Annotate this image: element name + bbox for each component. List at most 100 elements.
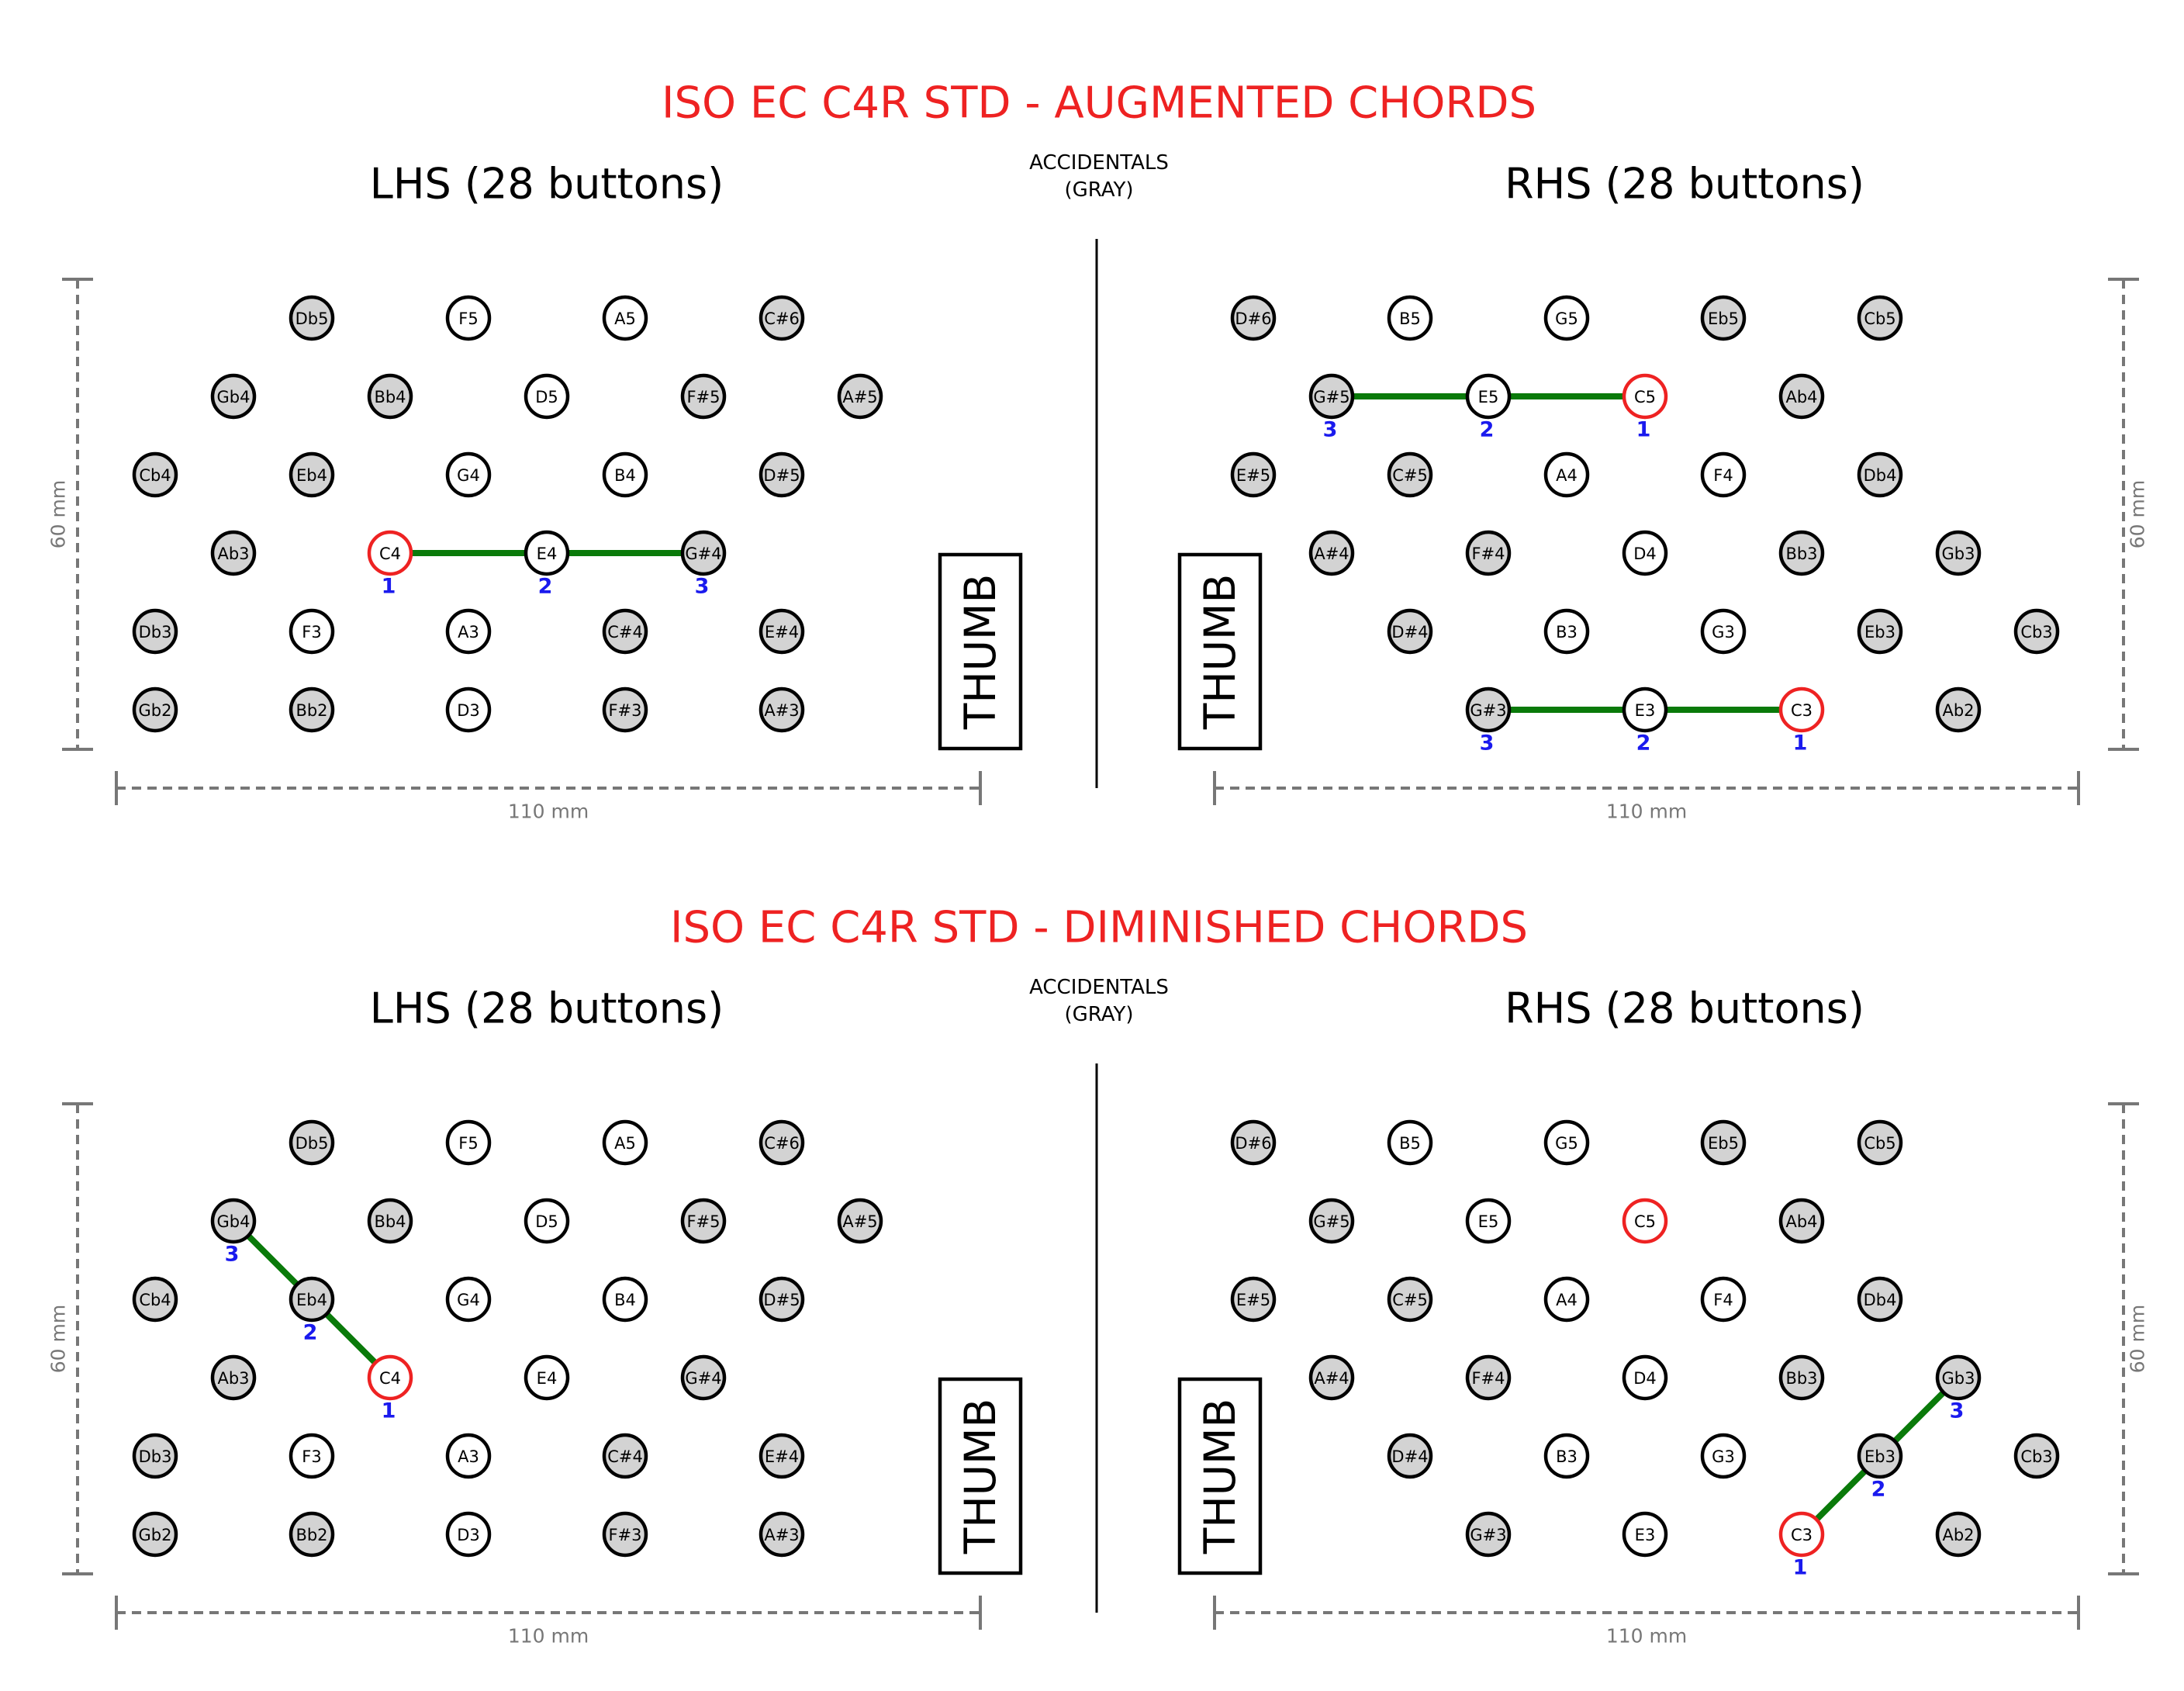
rhs-button-circle	[1543, 1433, 1590, 1479]
rhs-button-label: E#5	[1236, 1291, 1270, 1309]
rhs-button-db4: Db4	[1857, 451, 1903, 498]
lhs-button-bb2: Bb2	[289, 1511, 335, 1558]
rhs-button-circle	[1308, 373, 1355, 420]
rhs-button-as4: A#4	[1308, 530, 1355, 576]
lhs-button-cs4: C#4	[602, 608, 648, 655]
lhs-button-label: D5	[535, 1212, 558, 1231]
rhs-finger-number: 1	[1793, 731, 1808, 756]
rhs-button-circle	[1857, 608, 1903, 655]
lhs-button-label: A5	[614, 1134, 636, 1153]
lhs-button-gb2: Gb2	[132, 686, 178, 733]
rhs-button-c5: C5	[1622, 373, 1668, 420]
rhs-button-label: Eb3	[1864, 623, 1895, 641]
lhs-button-label: E#4	[765, 623, 799, 641]
lhs-button-label: Eb4	[296, 466, 327, 485]
lhs-button-fs5: F#5	[680, 373, 727, 420]
rhs-button-label: C#5	[1392, 1291, 1428, 1309]
lhs-button-circle	[445, 686, 492, 733]
lhs-button-circle	[445, 608, 492, 655]
rhs-title: RHS (28 buttons)	[1505, 984, 1864, 1033]
lhs-button-a3: A3	[445, 608, 492, 655]
lhs-button-label: C4	[379, 1369, 401, 1388]
rhs-button-circle	[1700, 608, 1747, 655]
rhs-button-circle	[1543, 1119, 1590, 1166]
rhs-button-gb3: Gb3	[1935, 1354, 1982, 1401]
lhs-button-circle	[602, 1276, 648, 1323]
rhs-button-circle	[1700, 1433, 1747, 1479]
rhs-button-circle	[1778, 1354, 1825, 1401]
rhs-button-gs3: G#3	[1465, 1511, 1512, 1558]
rhs-button-label: G3	[1712, 1447, 1735, 1466]
lhs-button-label: G4	[457, 466, 480, 485]
lhs-button-label: F3	[302, 623, 321, 641]
lhs-button-label: C#4	[607, 623, 643, 641]
lhs-button-ab3: Ab3	[210, 1354, 257, 1401]
lhs-button-gb4: Gb4	[210, 1198, 257, 1244]
accidentals-sublabel: (GRAY)	[1064, 178, 1133, 202]
lhs-button-circle	[602, 295, 648, 341]
lhs-button-label: C#6	[764, 1134, 800, 1153]
rhs-button-ds4: D#4	[1387, 1433, 1433, 1479]
rhs-button-label: Cb5	[1864, 309, 1895, 328]
lhs-button-circle	[602, 1433, 648, 1479]
rhs-button-circle	[2013, 608, 2060, 655]
lhs-button-d3: D3	[445, 1511, 492, 1558]
accidentals-sublabel: (GRAY)	[1064, 1003, 1133, 1026]
rhs-button-circle	[1622, 1511, 1668, 1558]
rhs-button-circle	[1387, 1276, 1433, 1323]
rhs-button-cs5: C#5	[1387, 451, 1433, 498]
lhs-button-circle	[210, 530, 257, 576]
rhs-width-dimension-label: 110 mm	[1606, 801, 1687, 823]
lhs-button-label: F3	[302, 1447, 321, 1466]
rhs-button-label: Cb3	[2020, 1447, 2052, 1466]
lhs-button-label: A5	[614, 309, 636, 328]
rhs-button-g3: G3	[1700, 1433, 1747, 1479]
lhs-button-label: Bb2	[295, 1526, 327, 1544]
lhs-button-circle	[759, 608, 805, 655]
lhs-height-dimension-label: 60 mm	[47, 1305, 70, 1373]
rhs-button-gs5: G#5	[1308, 1198, 1355, 1244]
lhs-button-label: D#5	[763, 466, 800, 485]
lhs-button-label: A#5	[842, 1212, 877, 1231]
lhs-button-label: A3	[458, 1447, 479, 1466]
rhs-button-circle	[1778, 530, 1825, 576]
lhs-button-circle	[289, 1119, 335, 1166]
lhs-button-b4: B4	[602, 1276, 648, 1323]
lhs-button-circle	[210, 1198, 257, 1244]
rhs-button-label: Gb3	[1942, 1369, 1975, 1388]
rhs-button-label: D#4	[1391, 623, 1428, 641]
rhs-button-circle	[1543, 608, 1590, 655]
rhs-button-gs5: G#5	[1308, 373, 1355, 420]
rhs-button-circle	[1778, 373, 1825, 420]
lhs-button-bb4: Bb4	[367, 373, 413, 420]
rhs-button-circle	[1387, 608, 1433, 655]
rhs-button-ds6: D#6	[1230, 1119, 1277, 1166]
rhs-button-es5: E#5	[1230, 451, 1277, 498]
lhs-button-cs6: C#6	[759, 295, 805, 341]
rhs-button-label: Ab4	[1785, 388, 1817, 406]
rhs-finger-number: 2	[1871, 1478, 1886, 1502]
rhs-button-e3: E3	[1622, 686, 1668, 733]
rhs-button-circle	[1700, 295, 1747, 341]
rhs-button-cb3: Cb3	[2013, 1433, 2060, 1479]
rhs-button-circle	[1700, 451, 1747, 498]
rhs-button-ds6: D#6	[1230, 295, 1277, 341]
lhs-button-as3: A#3	[759, 686, 805, 733]
rhs-button-label: G5	[1555, 1134, 1578, 1153]
rhs-width-dimension-label: 110 mm	[1606, 1625, 1687, 1648]
lhs-button-ds5: D#5	[759, 451, 805, 498]
lhs-button-f5: F5	[445, 1119, 492, 1166]
rhs-button-ds4: D#4	[1387, 608, 1433, 655]
rhs-button-eb5: Eb5	[1700, 1119, 1747, 1166]
lhs-button-label: F5	[458, 309, 478, 328]
rhs-button-e5: E5	[1465, 373, 1512, 420]
rhs-button-label: G#3	[1470, 701, 1506, 720]
lhs-button-circle	[289, 451, 335, 498]
lhs-button-label: F#5	[686, 1212, 720, 1231]
rhs-finger-number: 3	[1480, 731, 1495, 756]
lhs-button-ab3: Ab3	[210, 530, 257, 576]
rhs-finger-number: 2	[1636, 731, 1651, 756]
lhs-button-circle	[132, 608, 178, 655]
rhs-button-label: Ab2	[1942, 1526, 1974, 1544]
